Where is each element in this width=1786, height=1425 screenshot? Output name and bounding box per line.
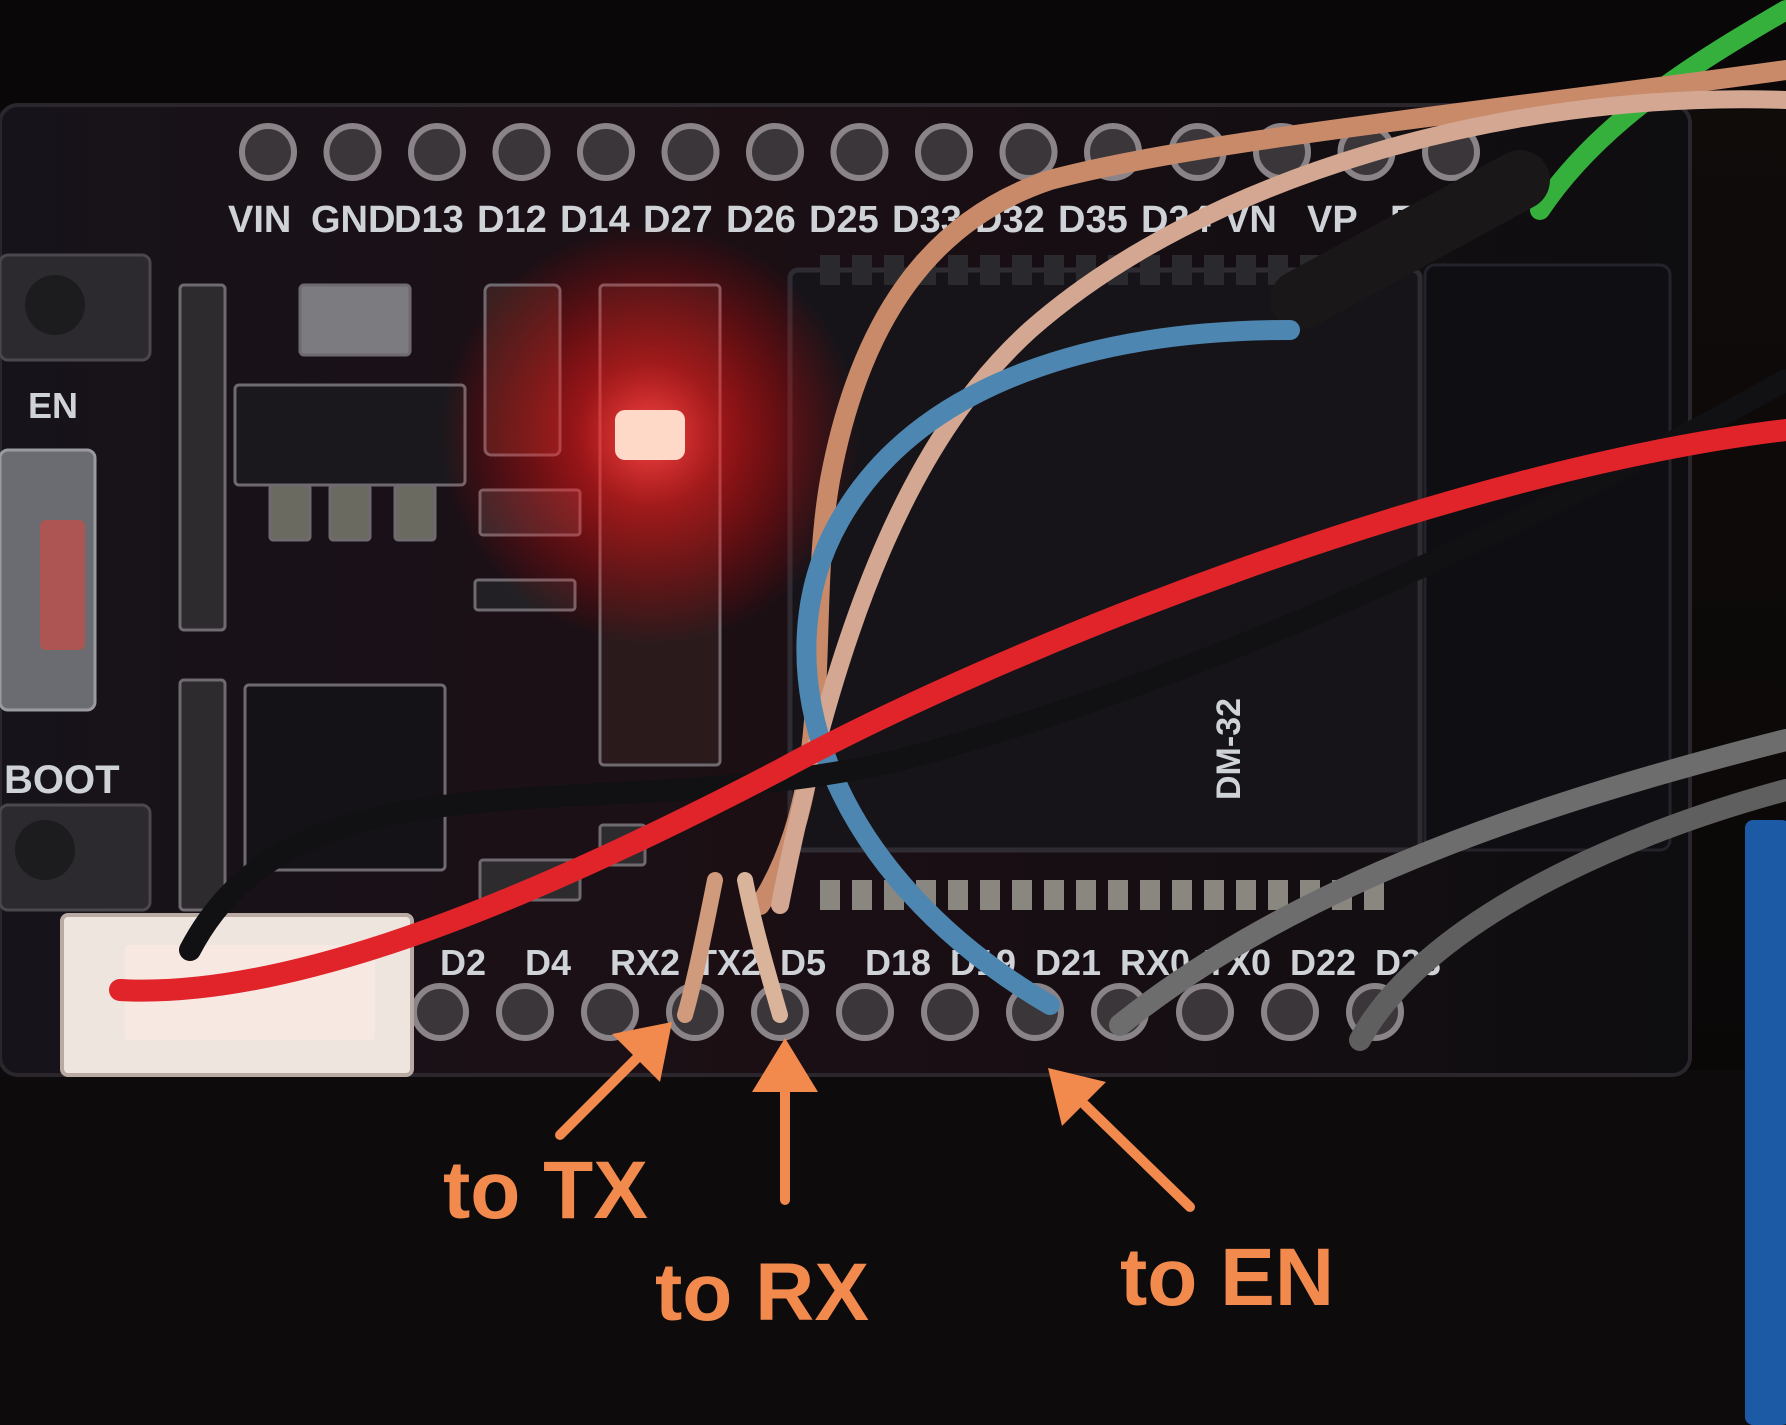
top-pin-hole	[323, 123, 382, 181]
module-pad	[980, 880, 1000, 910]
module-pad	[1012, 255, 1032, 285]
boot-label: BOOT	[4, 758, 120, 802]
module-pad	[1108, 880, 1128, 910]
module-pad	[1204, 255, 1224, 285]
boot-button-cap	[15, 820, 75, 880]
module-pad	[1236, 880, 1256, 910]
module-pad	[1204, 880, 1224, 910]
module-pad	[852, 255, 872, 285]
en-button-cap	[25, 275, 85, 335]
pin-label-d26: D26	[726, 199, 796, 241]
arrow-to-rx	[752, 1038, 818, 1205]
bottom-pin-hole	[1176, 983, 1234, 1041]
pin-label-d22: D22	[1290, 942, 1356, 983]
pin-label-d18: D18	[865, 942, 931, 983]
module-pad	[948, 255, 968, 285]
pin-label-d5: D5	[780, 942, 826, 983]
module-pad	[1044, 880, 1064, 910]
module-pad	[1140, 255, 1160, 285]
module-pad	[1140, 880, 1160, 910]
pin-label-vin: VIN	[228, 199, 291, 241]
pin-label-d25: D25	[809, 199, 879, 241]
jumper-wires	[109, 0, 1786, 1051]
top-pin-hole	[999, 123, 1058, 181]
top-pin-hole	[408, 123, 466, 181]
pin-label-d13: D13	[394, 199, 464, 241]
bottom-pin-hole	[411, 983, 469, 1041]
pin-label-rx2: RX2	[610, 942, 680, 983]
top-pin-hole	[492, 123, 551, 181]
usb-port-glow	[40, 520, 85, 650]
pin-label-d2: D2	[440, 942, 486, 983]
module-pad	[1076, 880, 1096, 910]
bottom-pin-hole	[1261, 983, 1319, 1041]
blue-breakout-board	[1745, 820, 1786, 1425]
module-pad	[1268, 880, 1288, 910]
bottom-pin-hole	[836, 983, 894, 1041]
top-pin-hole	[830, 123, 889, 181]
module-pad	[884, 255, 904, 285]
module-pad	[1236, 255, 1256, 285]
arrow-to-tx	[555, 1022, 672, 1140]
module-marking: DM-32	[1210, 698, 1248, 800]
module-pad	[852, 880, 872, 910]
top-pin-hole	[661, 123, 720, 181]
black-sleeve	[1270, 150, 1550, 330]
pin-label-d12: D12	[477, 199, 547, 241]
module-pad	[820, 880, 840, 910]
pin-label-vp: VP	[1307, 199, 1358, 241]
arrow-to-en	[1048, 1068, 1195, 1212]
module-pad	[1172, 880, 1192, 910]
top-pin-hole	[577, 123, 635, 181]
black-wire	[179, 369, 1786, 961]
module-pad	[1044, 255, 1064, 285]
pin-label-d21: D21	[1035, 942, 1101, 983]
bottom-pin-hole	[581, 983, 639, 1041]
label-to-en: to EN	[1120, 1232, 1334, 1323]
bottom-pin-hole	[496, 983, 554, 1041]
module-pad	[1012, 880, 1032, 910]
pin-label-gnd: GND	[311, 199, 395, 241]
pin-label-d35: D35	[1058, 199, 1128, 241]
top-pin-hole	[239, 123, 297, 181]
copper-wire-2	[771, 90, 1786, 914]
module-pad	[820, 255, 840, 285]
label-to-rx: to RX	[655, 1247, 869, 1338]
top-pin-hole	[746, 123, 804, 181]
module-pad	[948, 880, 968, 910]
power-led	[615, 410, 685, 460]
blue-wire	[796, 320, 1300, 1015]
en-label: EN	[28, 385, 78, 426]
red-wire	[109, 419, 1786, 1002]
enclosure-edge	[0, 0, 1786, 110]
usb-port	[0, 448, 97, 712]
gray-wire-1	[1109, 729, 1786, 1036]
bottom-pin-hole	[921, 983, 979, 1041]
annotation-arrows	[555, 1022, 1195, 1212]
top-pin-hole	[915, 123, 973, 181]
label-to-tx: to TX	[443, 1145, 648, 1236]
enclosure-floor	[0, 1070, 1786, 1425]
copper-tail-tx	[677, 872, 723, 1023]
gray-wire-2	[1349, 779, 1786, 1051]
module-pad	[980, 255, 1000, 285]
copper-tail-rx	[737, 872, 788, 1023]
pin-label-d4: D4	[525, 942, 571, 983]
module-pad	[1172, 255, 1192, 285]
